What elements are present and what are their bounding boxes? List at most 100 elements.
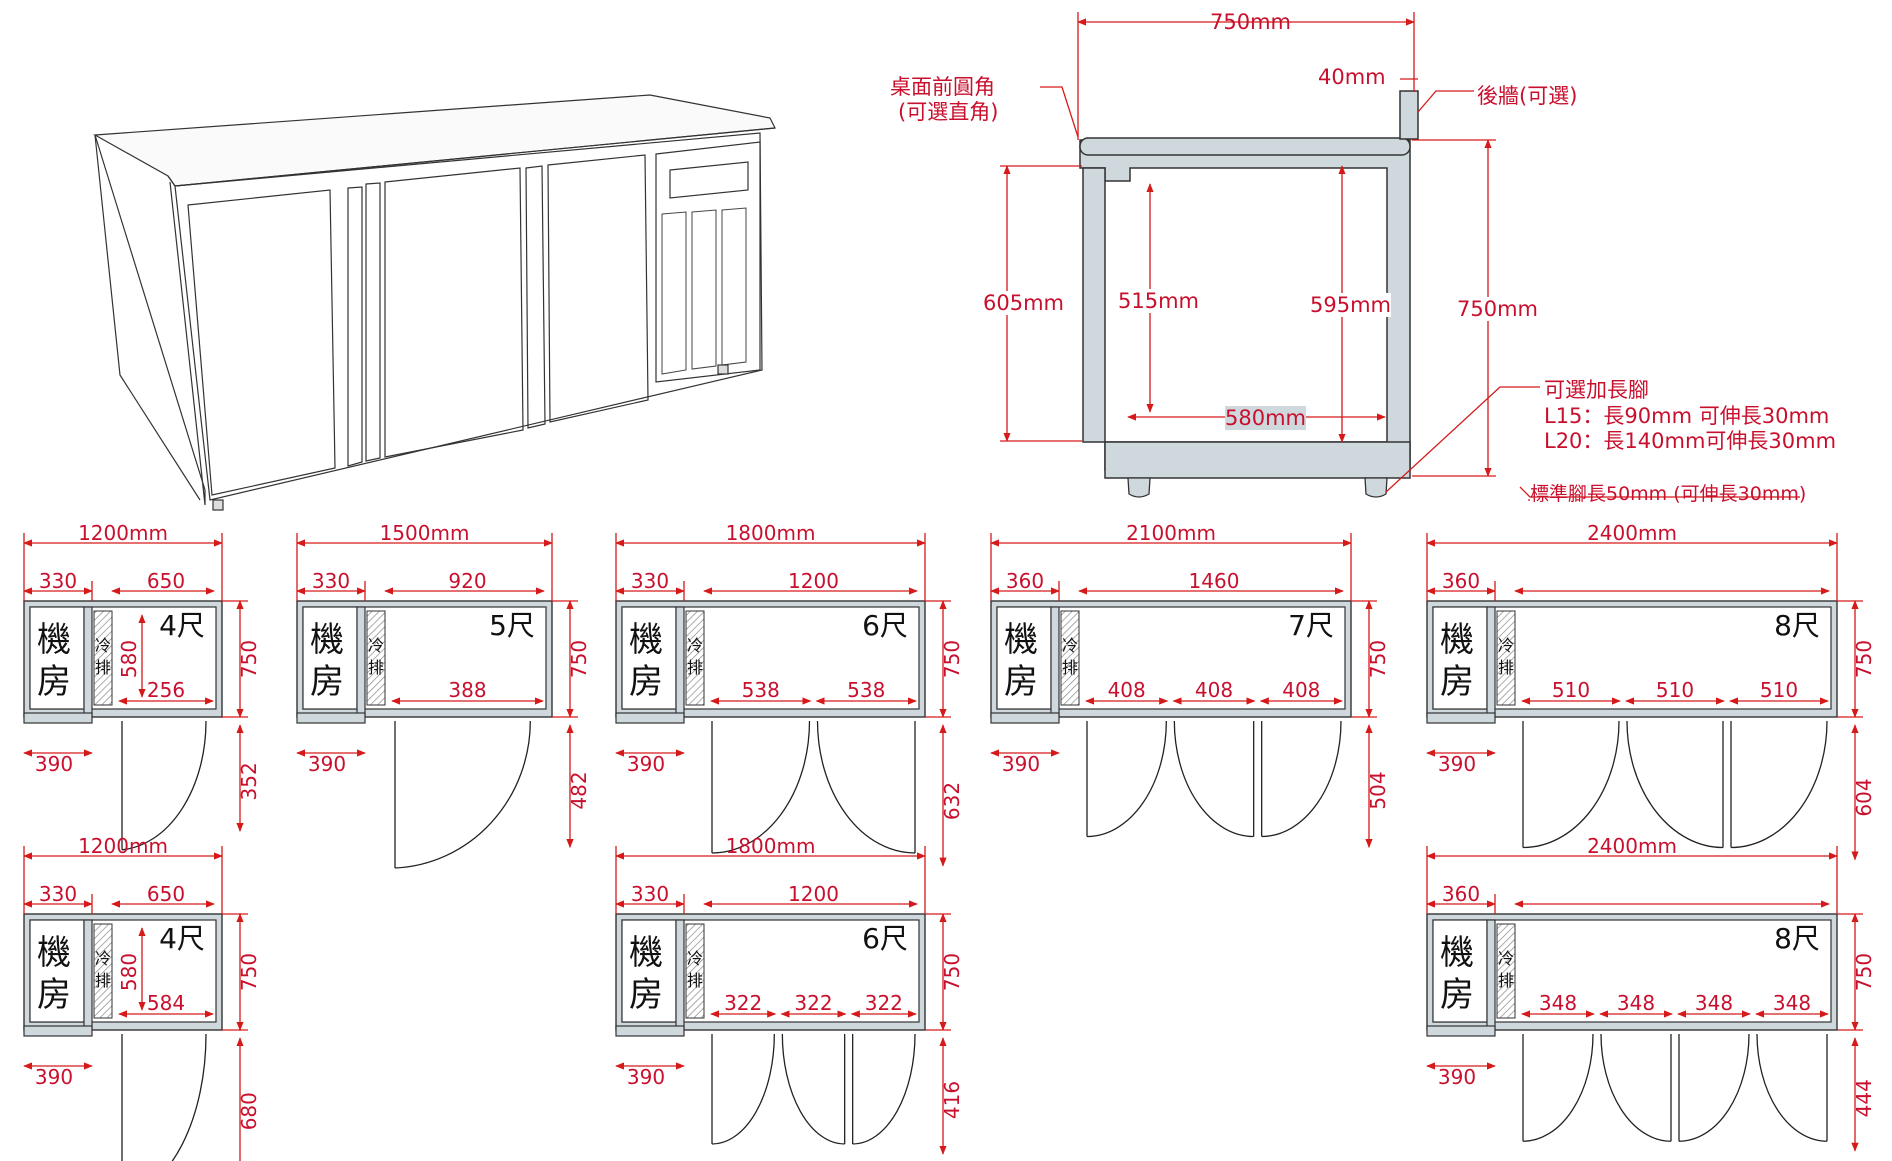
door-width-label: 388 [448, 678, 486, 702]
partition-wall [1486, 606, 1496, 718]
partition-wall [1050, 606, 1060, 718]
door-width-label: 510 [1760, 678, 1798, 702]
base-width-label: 390 [1438, 1065, 1476, 1089]
door-width-label: 348 [1695, 991, 1733, 1015]
door-swing-depth-label: 504 [1366, 771, 1390, 809]
back-wall-section [1399, 90, 1419, 140]
cabinet-width-label: 1460 [1189, 569, 1240, 593]
partition-wall [675, 919, 685, 1031]
door-swing-arc [1522, 1033, 1594, 1142]
base-width-label: 390 [308, 752, 346, 776]
door-width-label: 348 [1773, 991, 1811, 1015]
door-swing-arc [781, 1033, 845, 1145]
machine-base [990, 712, 1060, 724]
size-label: 7尺 [1288, 609, 1334, 642]
machine-base [615, 712, 685, 724]
overall-width-label: 1800mm [726, 834, 816, 858]
cold-exhaust-char-1: 冷 [368, 636, 384, 655]
cold-exhaust-char-2: 排 [95, 971, 111, 990]
door-width-label: 584 [147, 991, 185, 1015]
door-swing-arc [816, 720, 916, 854]
machine-width-label: 360 [1442, 569, 1480, 593]
machine-width-label: 330 [631, 569, 669, 593]
cabinet-width-label: 650 [147, 569, 185, 593]
door-swing-depth-label: 416 [940, 1081, 964, 1119]
cabinet-width-label: 650 [147, 882, 185, 906]
machine-room-char-2: 房 [1004, 662, 1038, 702]
size-label: 6尺 [862, 922, 908, 955]
size-label: 4尺 [159, 922, 205, 955]
door-swing-arc [1730, 720, 1828, 849]
door-swing-arc [711, 1033, 775, 1145]
cold-exhaust-char-1: 冷 [687, 636, 703, 655]
machine-room [29, 919, 85, 1023]
base-width-label: 390 [35, 752, 73, 776]
cold-exhaust-char-1: 冷 [1498, 636, 1514, 655]
machine-room-char-1: 機 [629, 933, 663, 973]
partition-wall [83, 606, 93, 718]
cold-exhaust-char-1: 冷 [687, 949, 703, 968]
partition-wall [83, 919, 93, 1031]
bottom-slab [1104, 441, 1411, 479]
depth-label: 750 [940, 953, 964, 991]
overall-width-label: 1200mm [78, 521, 168, 545]
door-width-label: 510 [1552, 678, 1590, 702]
door-width-label: 510 [1656, 678, 1694, 702]
depth-label: 750 [1852, 640, 1876, 678]
base-width-label: 390 [1438, 752, 1476, 776]
size-label: 8尺 [1774, 922, 1820, 955]
door-swing-arc [1678, 1033, 1750, 1142]
cabinet-top-slab [1079, 137, 1411, 156]
machine-room-char-2: 房 [629, 975, 663, 1015]
size-label: 4尺 [159, 609, 205, 642]
door-swing-arc [121, 720, 207, 851]
cold-exhaust-strip [1060, 610, 1080, 706]
machine-room-char-2: 房 [37, 975, 71, 1015]
cabinet-width-label: 1200 [788, 882, 839, 906]
door-swing-arc [171, 1033, 207, 1161]
base-width-label: 390 [35, 1065, 73, 1089]
base-width-label: 390 [627, 752, 665, 776]
machine-room-char-1: 機 [37, 933, 71, 973]
cold-exhaust-char-2: 排 [687, 971, 703, 990]
cold-exhaust-strip [685, 923, 705, 1019]
door-swing-arc [1626, 720, 1724, 849]
machine-room-char-2: 房 [1440, 662, 1474, 702]
cold-exhaust-char-1: 冷 [1498, 949, 1514, 968]
cold-exhaust-strip [93, 610, 113, 706]
cold-exhaust-char-2: 排 [1498, 971, 1514, 990]
overall-width-label: 1800mm [726, 521, 816, 545]
door-swing-arc [852, 1033, 916, 1145]
overall-width-label: 2400mm [1587, 834, 1677, 858]
door-swing-depth-label: 632 [940, 782, 964, 820]
machine-room-char-2: 房 [1440, 975, 1474, 1015]
machine-base [615, 1025, 685, 1037]
machine-room-char-2: 房 [310, 662, 344, 702]
machine-width-label: 360 [1006, 569, 1044, 593]
overall-width-label: 2400mm [1587, 521, 1677, 545]
machine-room [621, 919, 677, 1023]
machine-room-char-1: 機 [310, 620, 344, 660]
door-swing-arc [1522, 720, 1620, 849]
cabinet-width-label: 920 [448, 569, 486, 593]
cold-exhaust-strip [1496, 610, 1516, 706]
partition-wall [1486, 919, 1496, 1031]
door-swing-arc [394, 720, 531, 869]
machine-room-char-2: 房 [37, 662, 71, 702]
cold-exhaust-char-1: 冷 [95, 636, 111, 655]
overall-width-label: 2100mm [1126, 521, 1216, 545]
door-width-label: 348 [1539, 991, 1577, 1015]
door-swing-arc [1173, 720, 1254, 838]
partition-wall [356, 606, 366, 718]
door-swing-depth-label: 680 [237, 1092, 261, 1130]
depth-label: 750 [1852, 953, 1876, 991]
machine-width-label: 330 [631, 882, 669, 906]
base-width-label: 390 [1002, 752, 1040, 776]
door-width-label: 322 [724, 991, 762, 1015]
